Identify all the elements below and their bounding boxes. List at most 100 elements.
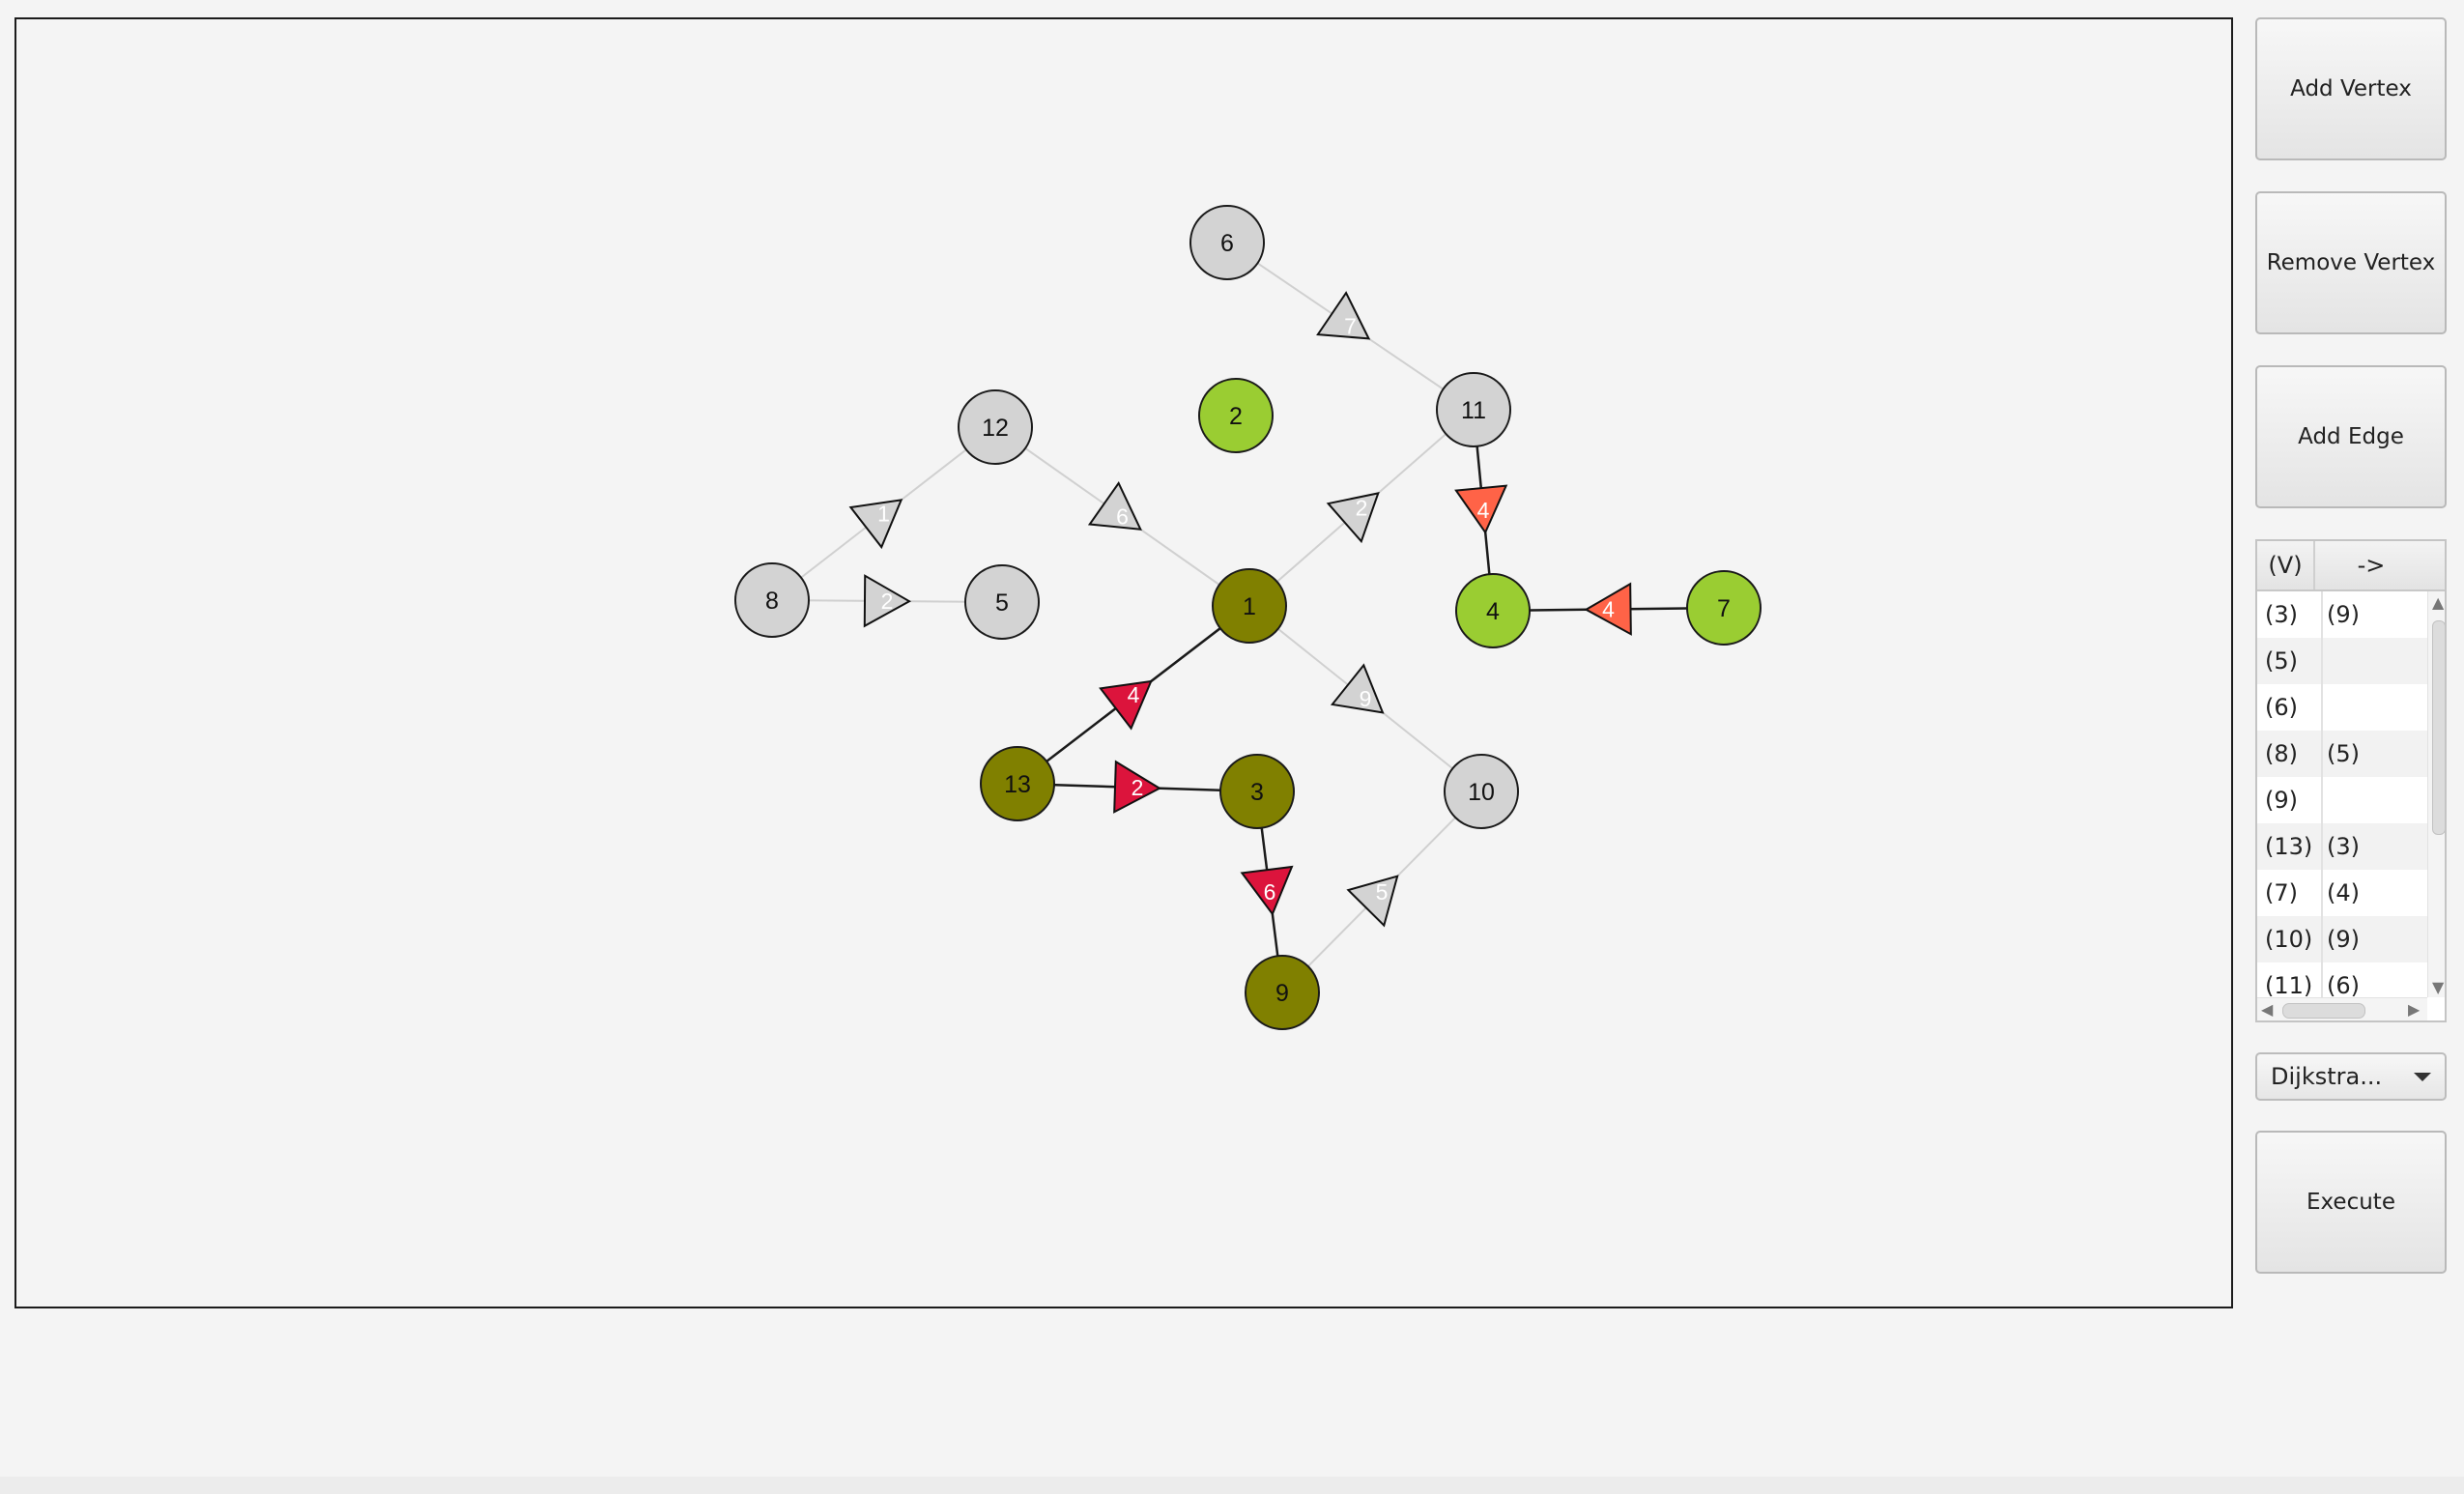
edge-arrow-icon[interactable] [848, 499, 903, 550]
neighbor-cell-wrap [2321, 777, 2420, 823]
graph-vertex[interactable]: 10 [1444, 754, 1519, 829]
graph-edge[interactable]: 4 [1492, 582, 1725, 636]
neighbor-cell-wrap [2321, 684, 2420, 731]
graph-edge[interactable]: 7 [1226, 242, 1475, 411]
vertex-cell: (3) [2265, 601, 2298, 628]
edge-weight-label: 7 [1344, 314, 1357, 339]
graph-edge[interactable]: 2 [771, 574, 1003, 628]
scroll-left-icon[interactable]: ◀ [2261, 1000, 2274, 1019]
edge-arrow-icon[interactable] [1087, 481, 1142, 531]
edge-arrow-icon[interactable] [863, 574, 912, 628]
vertex-circle [1455, 573, 1531, 648]
graph-edge[interactable]: 1 [771, 426, 996, 601]
vertex-label: 8 [765, 588, 779, 615]
graph-vertex[interactable]: 5 [964, 564, 1040, 640]
neighbor-cell-wrap: (5) [2321, 731, 2420, 777]
graph-edge[interactable]: 9 [1248, 605, 1482, 792]
vertex-cell: (11) [2265, 972, 2313, 999]
adjacency-table[interactable]: (V) -> (3)(9)(5)(6)(8)(5)(9)(13)(3)(7)(4… [2255, 539, 2447, 1022]
table-row[interactable]: (5) [2257, 638, 2427, 684]
graph-vertex[interactable]: 1 [1212, 568, 1287, 644]
graph-vertex[interactable]: 3 [1219, 754, 1295, 829]
graph-vertex[interactable]: 13 [980, 746, 1055, 821]
edge-arrow-icon[interactable] [1240, 865, 1294, 916]
horizontal-scroll-thumb[interactable] [2282, 1003, 2365, 1019]
vertex-label: 2 [1229, 403, 1243, 430]
add-vertex-button[interactable]: Add Vertex [2255, 17, 2447, 160]
edge-arrow-icon[interactable] [1099, 679, 1153, 731]
graph-vertex[interactable]: 9 [1245, 955, 1320, 1030]
vertex-cell: (7) [2265, 879, 2298, 906]
bottom-bar [0, 1477, 2464, 1494]
edge-weight-label: 2 [1356, 496, 1368, 521]
vertex-label: 10 [1468, 779, 1495, 806]
vertical-scroll-thumb[interactable] [2432, 620, 2445, 835]
edge-arrow-icon[interactable] [1316, 291, 1371, 340]
edge-weight-label: 4 [1477, 498, 1490, 523]
table-row[interactable]: (9) [2257, 777, 2427, 823]
table-row[interactable]: (13)(3) [2257, 823, 2427, 870]
table-row[interactable]: (11) (6) [2257, 962, 2427, 1009]
graph-edge[interactable]: 6 [994, 426, 1250, 607]
table-row[interactable]: (7) (4) [2257, 870, 2427, 916]
graph-vertex[interactable]: 11 [1436, 372, 1511, 447]
edge-arrow-icon[interactable] [1454, 484, 1508, 534]
vertex-label: 9 [1275, 980, 1289, 1007]
graph-vertex[interactable]: 6 [1189, 205, 1265, 280]
vertex-circle [1444, 754, 1519, 829]
table-body: (3)(9)(5)(6)(8)(5)(9)(13)(3)(7)(4)(10)(9… [2257, 591, 2427, 1009]
graph-vertex[interactable]: 2 [1198, 378, 1274, 453]
scroll-up-icon[interactable]: ▲ [2432, 593, 2445, 612]
table-row[interactable]: (6) [2257, 684, 2427, 731]
edge-weight-label: 4 [1128, 682, 1140, 707]
execute-button[interactable]: Execute [2255, 1131, 2447, 1274]
table-header: (V) -> [2257, 541, 2445, 591]
graph-edge[interactable]: 2 [1248, 409, 1475, 607]
vertex-label: 12 [982, 415, 1009, 442]
graph-vertex[interactable]: 4 [1455, 573, 1531, 648]
neighbor-cell: (6) [2327, 972, 2360, 999]
algorithm-select[interactable]: Dijkstra... [2255, 1052, 2447, 1101]
edge-arrow-icon[interactable] [1326, 492, 1380, 544]
edge-arrow-icon[interactable] [1584, 582, 1632, 636]
vertical-scrollbar[interactable]: ▲ ▼ [2427, 591, 2445, 997]
table-row[interactable]: (10)(9) [2257, 916, 2427, 962]
edge-arrow-icon[interactable] [1330, 663, 1385, 714]
neighbor-cell-wrap: (9) [2321, 916, 2420, 962]
vertex-circle [958, 389, 1033, 465]
vertex-circle [1686, 570, 1762, 646]
horizontal-scrollbar[interactable]: ◀ ▶ [2257, 997, 2427, 1020]
algorithm-select-value: Dijkstra... [2271, 1063, 2383, 1090]
graph-edge[interactable]: 2 [1017, 760, 1258, 814]
edge-arrow-icon[interactable] [1113, 760, 1162, 814]
edge-weight-label: 6 [1116, 504, 1129, 530]
neighbor-cell-wrap: (4) [2321, 870, 2420, 916]
scroll-down-icon[interactable]: ▼ [2432, 978, 2445, 996]
table-row[interactable]: (8)(5) [2257, 731, 2427, 777]
neighbor-cell: (4) [2327, 879, 2360, 906]
edge-weight-label: 1 [877, 502, 890, 527]
vertex-cell: (5) [2265, 647, 2298, 675]
graph-edge[interactable]: 4 [1017, 605, 1250, 785]
graph-vertex[interactable]: 8 [734, 562, 810, 638]
vertex-circle [964, 564, 1040, 640]
column-header-vertex[interactable]: (V) [2257, 541, 2315, 589]
neighbor-cell-wrap: (9) [2321, 591, 2420, 638]
table-row[interactable]: (3) (9) [2257, 591, 2427, 638]
edge-arrow-icon[interactable] [1346, 875, 1399, 928]
graph-edge[interactable]: 5 [1281, 790, 1482, 993]
edge-weight-label: 4 [1602, 597, 1615, 622]
column-header-neighbors[interactable]: -> [2357, 552, 2386, 579]
add-edge-button[interactable]: Add Edge [2255, 365, 2447, 508]
vertex-label: 11 [1461, 397, 1486, 424]
remove-vertex-button[interactable]: Remove Vertex [2255, 191, 2447, 334]
vertex-circle [1219, 754, 1295, 829]
graph-vertex[interactable]: 7 [1686, 570, 1762, 646]
graph-vertex[interactable]: 12 [958, 389, 1033, 465]
vertex-label: 13 [1004, 771, 1031, 798]
vertex-label: 1 [1243, 593, 1256, 620]
edge-weight-label: 5 [1376, 879, 1389, 905]
scroll-right-icon[interactable]: ▶ [2408, 1000, 2421, 1019]
